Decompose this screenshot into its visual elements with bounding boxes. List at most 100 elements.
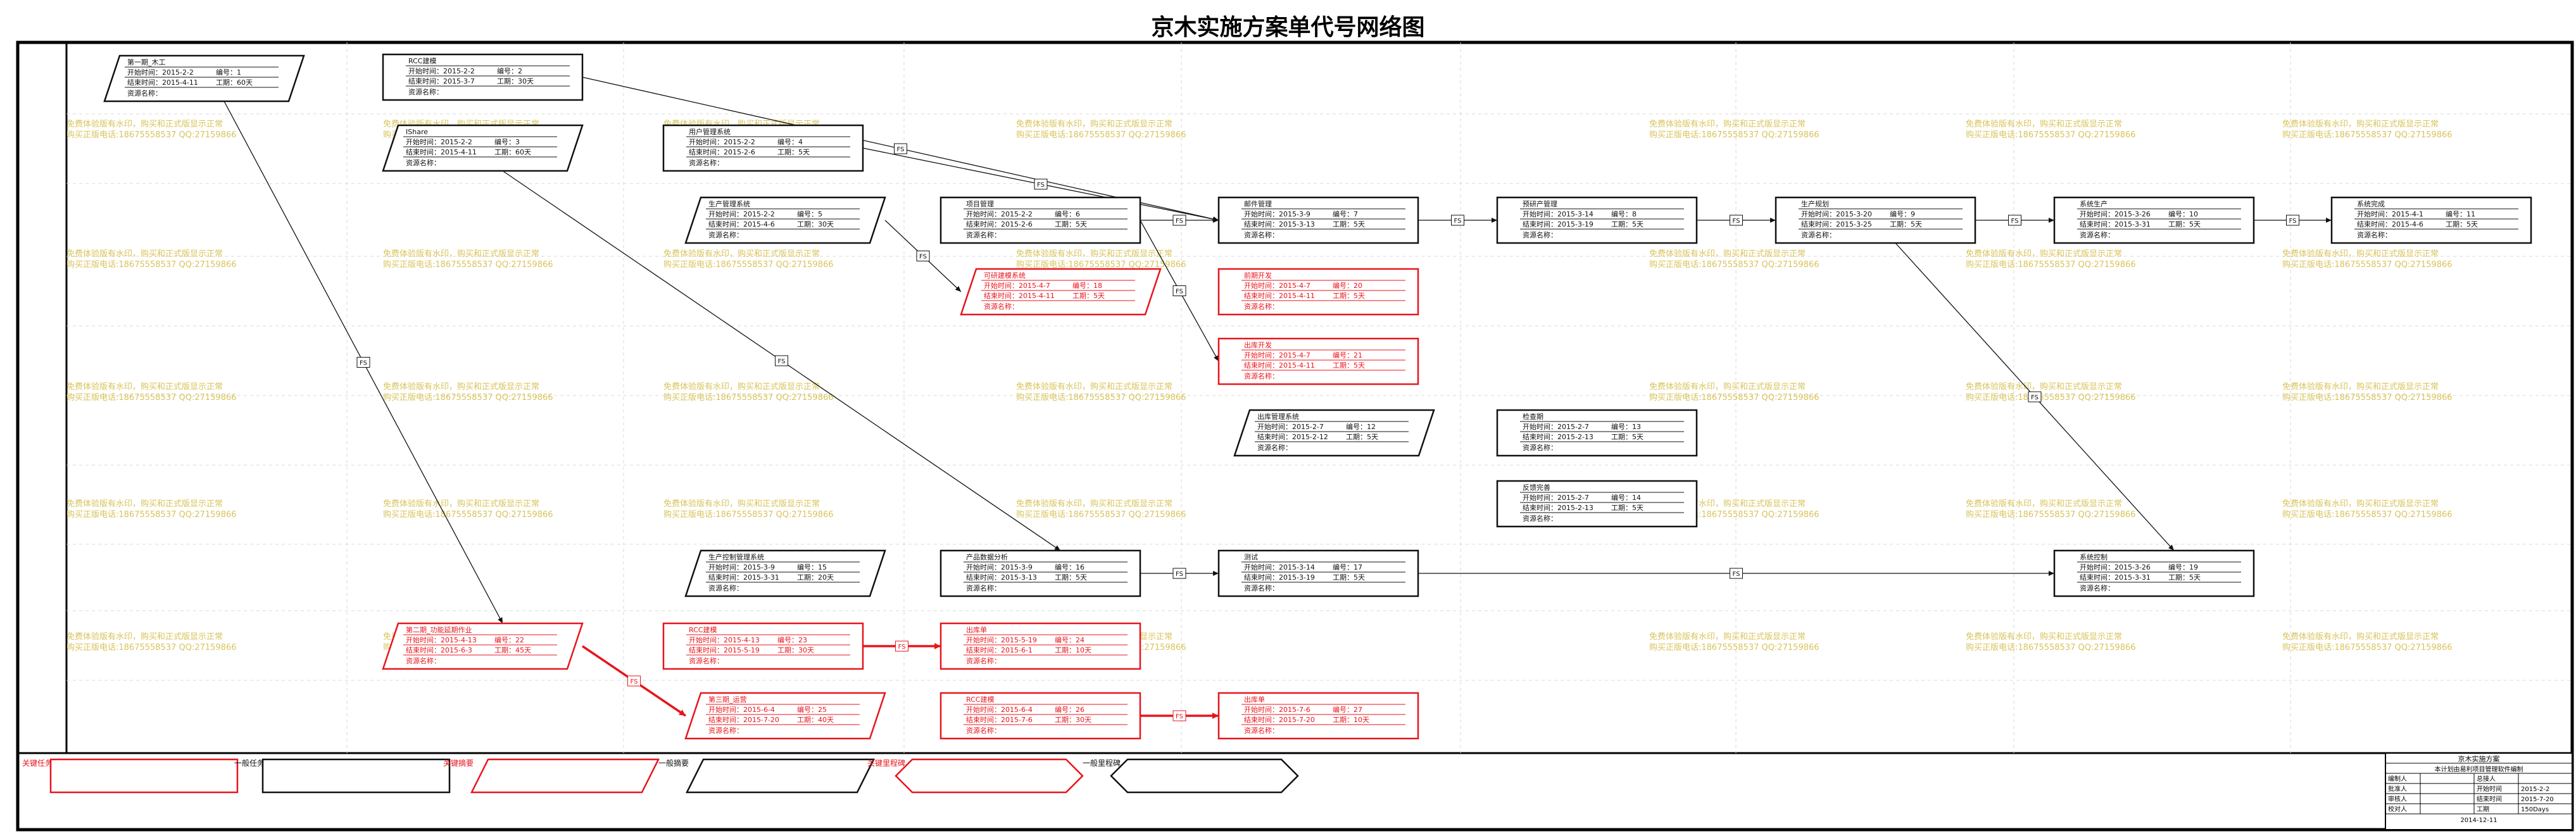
outer-frame (16, 41, 2574, 832)
legend-item-4: 关键里程碑 (867, 758, 1084, 794)
task-name: 项目管理 (966, 199, 994, 208)
watermark-line2: 购买正版电话:18675558537 QQ:27159866 (66, 509, 237, 520)
task-name: 第二期_功能延期作业 (406, 625, 472, 634)
task-duration: 工期：40天 (797, 716, 834, 724)
task-finish: 结束时间：2015-2-6 (689, 148, 755, 156)
task-resource: 资源名称： (406, 656, 441, 665)
watermark-line2: 购买正版电话:18675558537 QQ:27159866 (1966, 392, 2136, 402)
task-resource: 资源名称： (708, 583, 743, 592)
svg-text:FS: FS (1454, 218, 1462, 225)
task-start: 开始时间：2015-3-20 (1801, 209, 1872, 218)
task-start: 开始时间：2015-4-7 (984, 281, 1050, 290)
task-id: 编号：14 (1611, 493, 1641, 502)
svg-text:FS: FS (631, 678, 638, 685)
task-finish: 结束时间：2015-3-19 (1244, 573, 1315, 582)
link-type-label: FS (356, 357, 370, 368)
task-start: 开始时间：2015-6-4 (708, 705, 775, 714)
task-id: 编号：13 (1611, 422, 1641, 431)
task-name: 反馈完善 (1523, 483, 1550, 492)
task-resource: 资源名称： (984, 302, 1019, 311)
task-name: 测试 (1244, 553, 1258, 561)
task-id: 编号：12 (1346, 422, 1376, 431)
legend-label: 一般任务 (234, 758, 265, 768)
watermark-line2: 购买正版电话:18675558537 QQ:27159866 (1649, 392, 1819, 402)
svg-text:FS: FS (778, 358, 786, 365)
task-resource: 资源名称： (2357, 230, 2392, 239)
task-resource: 资源名称： (2080, 230, 2114, 239)
watermark-line2: 购买正版电话:18675558537 QQ:27159866 (66, 259, 237, 270)
task-resource: 资源名称： (1244, 726, 1279, 735)
task-resource: 资源名称： (406, 158, 441, 167)
task-id: 编号：7 (1333, 209, 1358, 218)
task-start: 开始时间：2015-4-7 (1244, 281, 1310, 290)
link-type-label: FS (627, 675, 641, 687)
task-start: 开始时间：2015-2-2 (406, 137, 472, 146)
svg-text:FS: FS (1176, 571, 1183, 578)
link-type-label: FS (1172, 710, 1186, 721)
task-id: 编号：27 (1333, 705, 1362, 714)
task-start: 开始时间：2015-3-26 (2080, 209, 2151, 218)
watermark-line2: 购买正版电话:18675558537 QQ:27159866 (2282, 392, 2453, 402)
task-start: 开始时间：2015-3-9 (708, 563, 775, 571)
task-finish: 结束时间：2015-2-12 (1257, 433, 1328, 441)
task-duration: 工期：5天 (1611, 504, 1643, 512)
svg-text:FS: FS (1037, 182, 1045, 189)
task-duration: 工期：5天 (777, 148, 810, 156)
task-resource: 资源名称： (708, 726, 743, 735)
legend-item-0: 关键任务 (22, 758, 239, 794)
link-type-label: FS (1730, 215, 1743, 226)
task-id: 编号：23 (777, 635, 807, 644)
link-type-label: FS (1172, 568, 1186, 579)
info-cell: 批准人 (2388, 785, 2407, 793)
task-finish: 结束时间：2015-3-13 (966, 573, 1037, 582)
task-finish: 结束时间：2015-6-3 (406, 646, 472, 654)
link-type-label: FS (2286, 215, 2299, 226)
task-id: 编号：17 (1333, 563, 1362, 571)
watermark-line2: 购买正版电话:18675558537 QQ:27159866 (1966, 259, 2136, 270)
watermark-line1: 免费体验版有水印，购买和正式版显示正常 (383, 249, 539, 259)
task-duration: 工期：5天 (1346, 433, 1378, 441)
watermark-line2: 购买正版电话:18675558537 QQ:27159866 (1966, 642, 2136, 652)
task-id: 编号：19 (2168, 563, 2198, 571)
task-finish: 结束时间：2015-3-19 (1523, 220, 1593, 228)
task-id: 编号：24 (1055, 635, 1084, 644)
watermark-line1: 免费体验版有水印，购买和正式版显示正常 (1016, 119, 1172, 129)
task-duration: 工期：5天 (1333, 573, 1365, 582)
task-id: 编号：10 (2168, 209, 2198, 218)
task-duration: 工期：5天 (1333, 292, 1365, 300)
link-type-label: FS (1172, 285, 1186, 296)
task-start: 开始时间：2015-3-14 (1244, 563, 1315, 571)
task-resource: 资源名称： (408, 87, 443, 96)
watermark-line1: 免费体验版有水印，购买和正式版显示正常 (66, 499, 223, 509)
task-name: 检查期 (1523, 412, 1543, 421)
